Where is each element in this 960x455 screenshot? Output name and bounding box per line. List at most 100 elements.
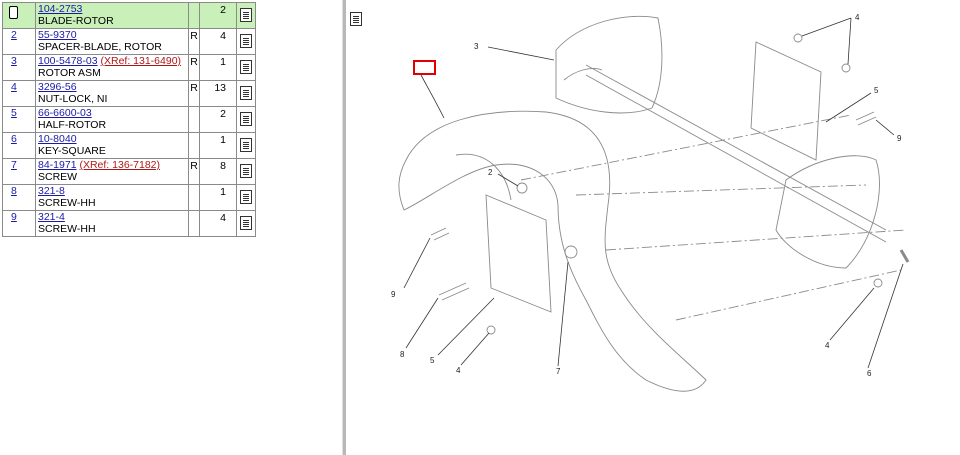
spacer <box>516 182 528 194</box>
ref-number-link[interactable]: 6 <box>11 133 17 145</box>
quantity: 1 <box>199 54 237 81</box>
part-description: NUT-LOCK, NI <box>38 93 108 105</box>
part-description: SCREW <box>38 171 78 183</box>
replacement-flag <box>188 2 200 29</box>
quantity: 1 <box>199 132 237 159</box>
callout-7[interactable]: 7 <box>556 367 561 376</box>
nut-top-2 <box>841 63 851 73</box>
replacement-flag <box>188 106 200 133</box>
callout-6[interactable]: 6 <box>867 369 872 378</box>
part-number-link[interactable]: 321-8 <box>38 185 65 197</box>
document-icon[interactable] <box>240 60 252 74</box>
document-icon[interactable] <box>240 86 252 100</box>
callout-4-right[interactable]: 4 <box>825 341 830 350</box>
quantity: 4 <box>199 28 237 55</box>
panel-splitter[interactable] <box>342 0 346 455</box>
key-square <box>899 249 910 263</box>
xref-link[interactable]: (XRef: 131-6490) <box>100 55 182 67</box>
screw-right <box>855 111 877 126</box>
nut-lower <box>486 325 496 335</box>
replacement-flag: R <box>188 80 200 107</box>
ref-cell: 5 <box>2 106 36 133</box>
ref-cell: 8 <box>2 184 36 211</box>
ref-cell: 7 <box>2 158 36 185</box>
part-description: SCREW-HH <box>38 223 96 235</box>
doc-cell <box>236 80 256 107</box>
replacement-flag: R <box>188 28 200 55</box>
ref-number-link[interactable]: 9 <box>11 211 17 223</box>
callout-9-left[interactable]: 9 <box>391 290 396 299</box>
part-number-link[interactable]: 55-9370 <box>38 29 77 41</box>
nut-right <box>873 278 883 288</box>
part-number-link[interactable]: 104-2753 <box>38 3 83 15</box>
doc-cell <box>236 184 256 211</box>
callout-5-top[interactable]: 5 <box>874 86 879 95</box>
document-icon[interactable] <box>240 138 252 152</box>
callout-8[interactable]: 8 <box>400 350 405 359</box>
document-icon[interactable] <box>240 164 252 178</box>
quantity: 8 <box>199 158 237 185</box>
document-icon[interactable] <box>240 34 252 48</box>
ref-cell: 9 <box>2 210 36 237</box>
ref-number-link[interactable]: 4 <box>11 81 17 93</box>
part-number-link[interactable]: 84-1971 <box>38 159 77 171</box>
replacement-flag <box>188 132 200 159</box>
selection-marker-icon[interactable] <box>9 6 18 19</box>
document-icon[interactable] <box>240 8 252 22</box>
doc-cell <box>236 2 256 29</box>
document-icon[interactable] <box>240 216 252 230</box>
assembly-lines <box>520 114 907 321</box>
callout-4-top[interactable]: 4 <box>855 13 860 22</box>
callout-5-bottom[interactable]: 5 <box>430 356 435 365</box>
doc-cell <box>236 210 256 237</box>
document-icon[interactable] <box>240 112 252 126</box>
callout-2[interactable]: 2 <box>488 168 493 177</box>
part-number-link[interactable]: 66-6600-03 <box>38 107 92 119</box>
part-number-link[interactable]: 100-5478-03 <box>38 55 98 67</box>
part-number-link[interactable]: 10-8040 <box>38 133 77 145</box>
callout-9-right[interactable]: 9 <box>897 134 902 143</box>
part-description: ROTOR ASM <box>38 67 101 79</box>
blade-inner-edge <box>455 153 512 201</box>
ref-cell: 2 <box>2 28 36 55</box>
part-number-link[interactable]: 321-4 <box>38 211 65 223</box>
document-icon[interactable] <box>240 190 252 204</box>
doc-cell <box>236 28 256 55</box>
xref-link[interactable]: (XRef: 136-7182) <box>79 159 161 171</box>
ref-number-link[interactable]: 7 <box>11 159 17 171</box>
quantity: 1 <box>199 184 237 211</box>
quantity: 2 <box>199 106 237 133</box>
ref-number-link[interactable]: 8 <box>11 185 17 197</box>
ref-number-link[interactable]: 5 <box>11 107 17 119</box>
blade-plate-lower <box>485 194 552 313</box>
ref-number-link[interactable]: 2 <box>11 29 17 41</box>
document-icon[interactable] <box>350 12 362 26</box>
doc-cell <box>236 158 256 185</box>
callout-3[interactable]: 3 <box>474 42 479 51</box>
callout-4-bottom[interactable]: 4 <box>456 366 461 375</box>
part-number-link[interactable]: 3296-56 <box>38 81 77 93</box>
screw-hh <box>438 282 470 301</box>
rotor-hub-upper <box>563 68 603 81</box>
spacer-right <box>564 245 578 259</box>
part-description: KEY-SQUARE <box>38 145 106 157</box>
ref-number-link[interactable]: 3 <box>11 55 17 67</box>
selected-callout-box[interactable] <box>413 60 436 75</box>
